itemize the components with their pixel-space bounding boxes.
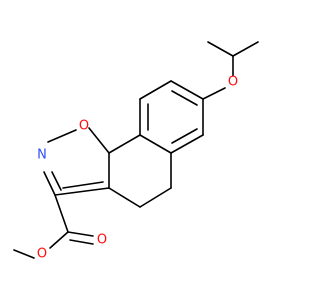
- atom-o-carbonyl: O: [97, 233, 107, 248]
- bond-c-o-double-inner: [69, 239, 94, 245]
- bond-methyl-left: [207, 41, 234, 57]
- bond-methyl-right: [232, 41, 259, 57]
- bond-ring3-d: [54, 187, 110, 196]
- atom-n-ring: N: [37, 148, 47, 163]
- bond-ring1-e: [170, 134, 204, 154]
- bond-ring1-d: [139, 134, 172, 154]
- atom-o-ring: O: [79, 119, 89, 134]
- bond-ring2-c: [108, 187, 141, 208]
- bond-o-methyl: [13, 249, 35, 259]
- bond-c-carbonyl: [54, 194, 69, 233]
- atom-o-ester: O: [37, 247, 47, 262]
- bond-ring3-a: [88, 127, 110, 154]
- bond-ring3-c: [43, 171, 56, 196]
- atom-o-ether: O: [228, 75, 238, 90]
- bond-ring3-c-inner: [51, 171, 62, 191]
- bond-ring2-a: [108, 134, 141, 154]
- bond-ring3-b: [47, 129, 77, 143]
- bond-ring1-e-inner: [171, 128, 198, 144]
- bond-o-aryl: [202, 87, 226, 100]
- bond-ring2-d: [139, 187, 172, 208]
- bond-c-o-single: [49, 231, 69, 249]
- bond-ring1-a-inner: [171, 90, 198, 106]
- bond-ring1-b: [139, 80, 172, 100]
- bond-c-o-double: [67, 231, 94, 237]
- molecule-canvas: O O N O O: [13, 41, 259, 262]
- bond-ring3-d-inner: [62, 181, 104, 189]
- bond-ring1-a: [170, 80, 204, 100]
- structure-diagram: O O N O O: [13, 41, 259, 262]
